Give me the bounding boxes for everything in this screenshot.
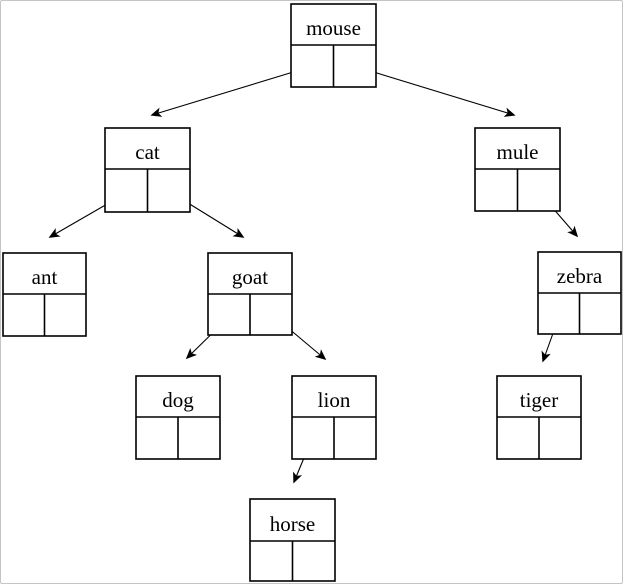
- edge-mouse-left-cat: [150, 65, 314, 117]
- tree-node-dog: dog: [135, 375, 221, 460]
- node-label: zebra: [557, 264, 603, 288]
- node-label: horse: [270, 512, 316, 536]
- node-label: tiger: [520, 388, 558, 412]
- tree-node-horse: horse: [249, 498, 336, 582]
- edge-mouse-right-mule: [353, 65, 516, 117]
- node-label: dog: [162, 388, 194, 412]
- tree-node-cat: cat: [104, 127, 191, 213]
- tree-node-tiger: tiger: [496, 375, 582, 460]
- node-label: ant: [32, 265, 58, 289]
- node-label: mule: [497, 140, 539, 164]
- tree-node-zebra: zebra: [537, 251, 622, 335]
- tree-node-goat: goat: [207, 252, 293, 336]
- tree-node-ant: ant: [2, 252, 87, 337]
- node-label: lion: [318, 388, 351, 412]
- tree-node-mouse: mouse: [290, 3, 377, 88]
- node-label: mouse: [306, 16, 361, 40]
- node-label: cat: [135, 140, 160, 164]
- node-label: goat: [232, 265, 268, 289]
- tree-node-mule: mule: [474, 127, 561, 212]
- tree-node-lion: lion: [291, 375, 377, 460]
